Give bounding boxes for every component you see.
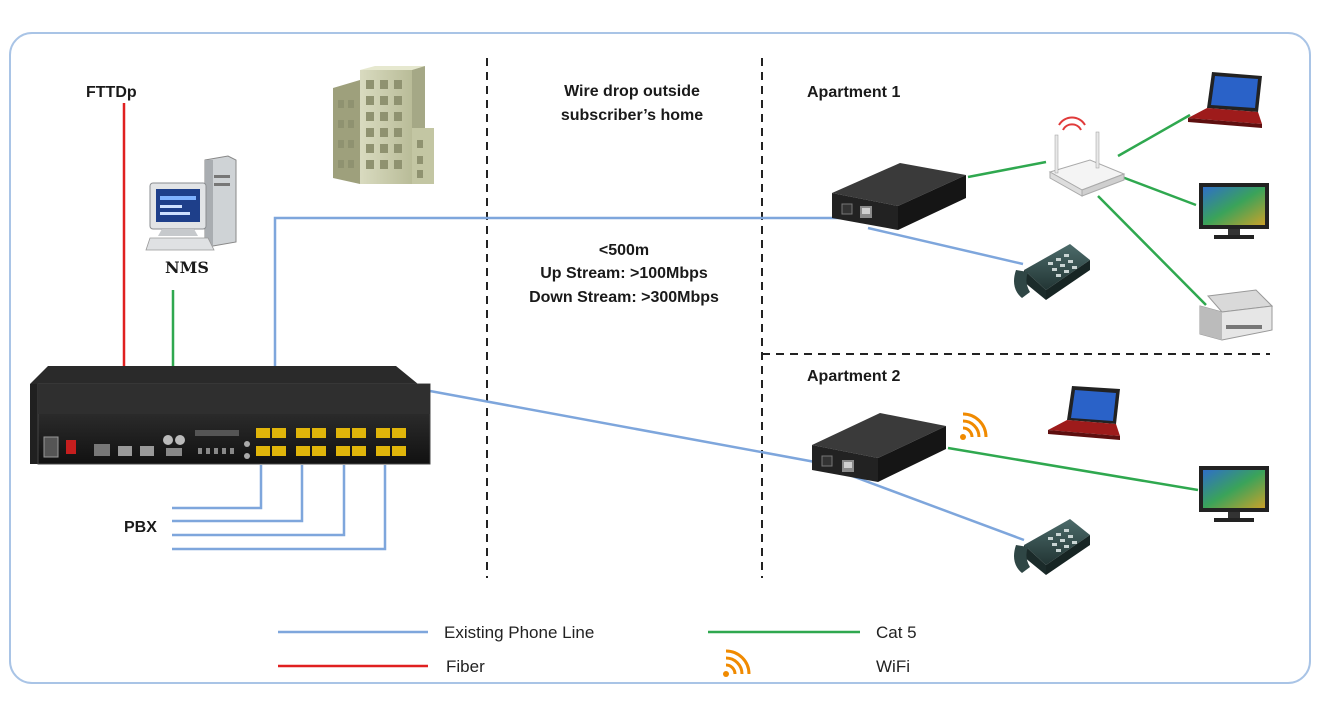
monitor-icon [1199, 183, 1269, 239]
pbx-line-4 [172, 465, 387, 551]
wire-drop-label-2: subscriber’s home [561, 107, 703, 124]
monitor-icon [1199, 466, 1269, 522]
cat5-modem2-monitor [947, 446, 1199, 492]
diagram-frame [9, 32, 1311, 684]
spec-upstream: Up Stream: >100Mbps [540, 265, 708, 282]
cat5-router-laptop [1117, 113, 1191, 158]
legend-wifi-label: WiFi [876, 657, 910, 676]
apartment2-label: Apartment 2 [807, 368, 900, 385]
fttdp-label: FTTDp [86, 84, 137, 101]
router-icon [1048, 116, 1126, 197]
legend-fiber-label: Fiber [446, 657, 485, 676]
nms-label: NMS [165, 258, 209, 277]
cat5-modem-router [967, 160, 1047, 179]
modem-icon [832, 163, 966, 230]
legend: Existing Phone Line Cat 5 Fiber WiFi [278, 623, 917, 677]
pbx-label: PBX [124, 519, 157, 536]
pbx-line-2 [172, 465, 304, 523]
telephone-icon [1014, 519, 1090, 575]
laptop-icon [1048, 386, 1120, 440]
spec-distance: <500m [599, 242, 649, 259]
apartment1-label: Apartment 1 [807, 84, 900, 101]
switch-icon [30, 366, 431, 465]
computer-icon [145, 155, 237, 251]
wire-drop-label-1: Wire drop outside [564, 83, 700, 100]
cat5-router-monitor [1121, 175, 1197, 207]
modem-icon [812, 413, 946, 482]
laptop-icon [1188, 72, 1262, 128]
cat5-router-printer [1097, 195, 1207, 306]
wifi-icon [723, 649, 751, 677]
pbx-line-3 [172, 465, 346, 537]
printer-icon [1199, 289, 1274, 341]
legend-phone-line-label: Existing Phone Line [444, 623, 594, 642]
legend-cat5-label: Cat 5 [876, 623, 917, 642]
pbx-line-1 [172, 465, 263, 510]
telephone-icon [1014, 244, 1090, 300]
building-icon [333, 66, 434, 184]
wifi-icon [960, 412, 988, 440]
spec-downstream: Down Stream: >300Mbps [529, 289, 719, 306]
phone-line-apt1-phone [867, 226, 1024, 266]
phone-line-apartment1 [273, 216, 840, 425]
phone-line-apt2-phone [851, 474, 1025, 542]
